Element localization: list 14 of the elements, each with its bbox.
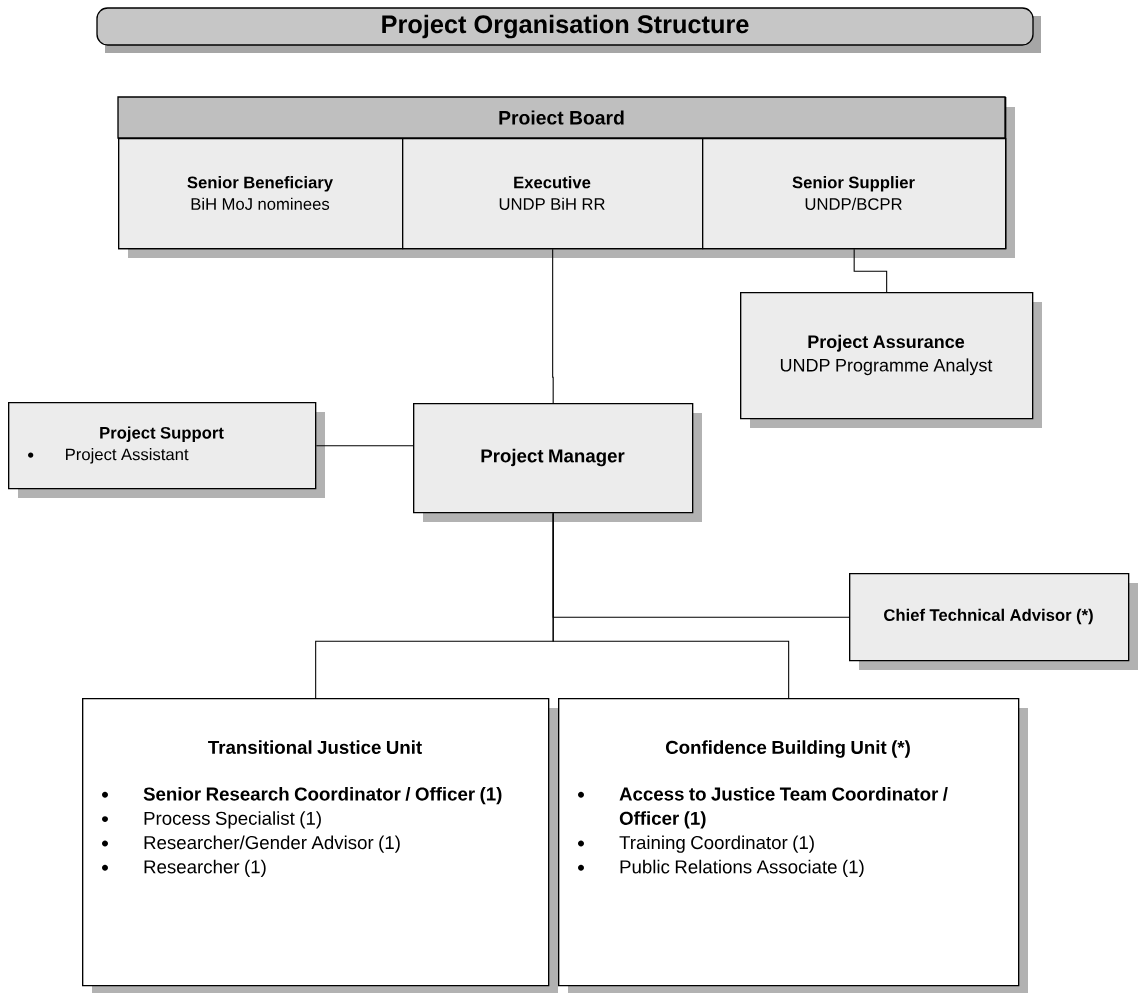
role-box: Project Manager xyxy=(413,403,702,522)
unit-box: Transitional Justice Unit Senior Research Coordinator / Officer (1) Process Specialist (1) Researcher/Gender Advisor (1) Researcher (1) xyxy=(82,698,558,993)
table-cell: Senior Beneficiary BiH MoJ nominees xyxy=(118,138,404,250)
unit-box: Confidence Building Unit (*) Access to Justice Team Coordinator / Officer (1) Training Coordinator (1) Public Relations Associate (1) xyxy=(558,698,1028,993)
table-cell: Executive UNDP BiH RR xyxy=(402,138,704,250)
role-box: Project Support Project Assistant xyxy=(8,402,325,498)
table-cell: Senior Supplier UNDP/BCPR xyxy=(702,138,1007,250)
connector-line xyxy=(552,512,790,699)
connector-line xyxy=(315,445,414,447)
title-banner: Project Organisation Structure xyxy=(96,7,1041,53)
role-box: Project Assurance UNDP Programme Analyst xyxy=(740,292,1042,428)
connector-line xyxy=(552,248,554,404)
connector-line xyxy=(853,248,888,293)
role-box: Chief Technical Advisor (*) xyxy=(849,573,1138,670)
